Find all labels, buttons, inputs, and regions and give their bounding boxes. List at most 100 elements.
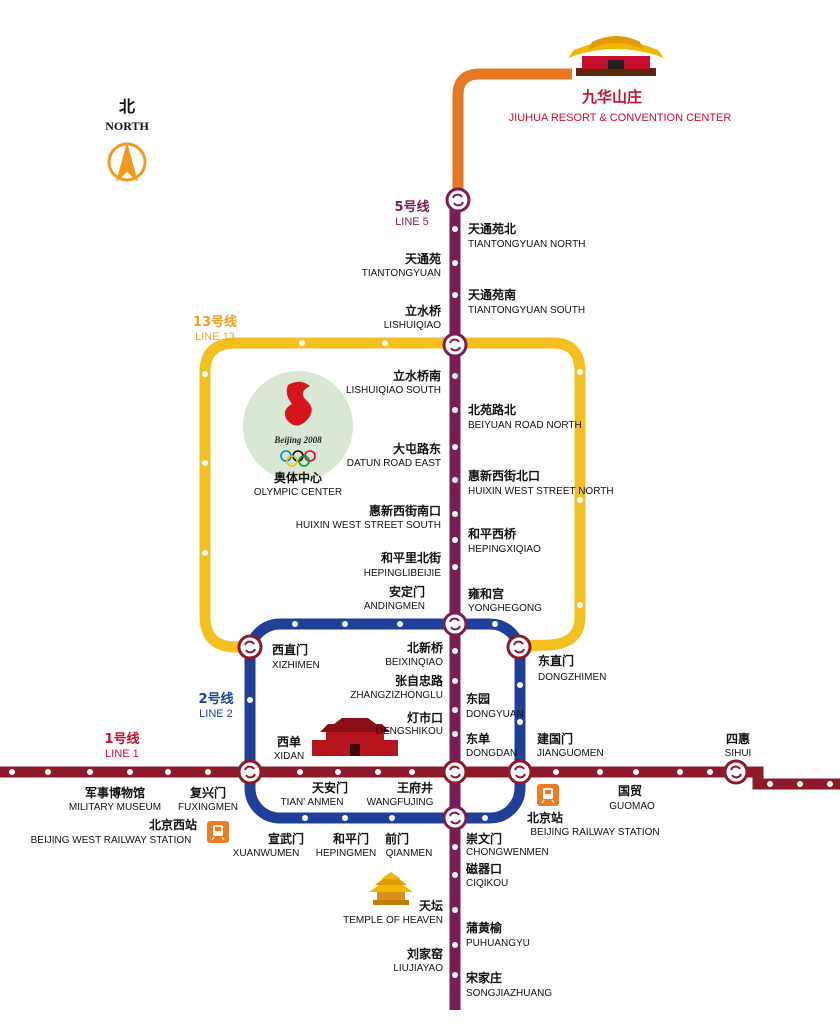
station-label: 立水桥南 LISHUIQIAO SOUTH — [346, 368, 441, 396]
beijing-west-zh: 北京西站 — [149, 817, 197, 832]
svg-text:建国门: 建国门 — [536, 731, 573, 746]
svg-text:HEPINGXIQIAO: HEPINGXIQIAO — [468, 544, 541, 555]
temple-en: TEMPLE OF HEAVEN — [343, 915, 443, 926]
station-label: 东单 DONGDAN — [466, 731, 517, 759]
svg-text:立水桥南: 立水桥南 — [393, 368, 441, 383]
station-label: 东直门 DONGZHIMEN — [538, 653, 606, 683]
station-label: 和平西桥 HEPINGXIQIAO — [467, 526, 541, 555]
transfer-icon — [506, 634, 532, 660]
svg-text:惠新西街南口: 惠新西街南口 — [369, 503, 441, 518]
line-13-station-dots — [202, 340, 583, 608]
svg-text:立水桥: 立水桥 — [405, 303, 442, 318]
svg-text:和平里北街: 和平里北街 — [380, 550, 441, 565]
station-label: 和平里北街 HEPINGLIBEIJIE — [364, 550, 442, 579]
station-label: 天安门 TIAN' ANMEN — [280, 780, 348, 808]
beijing-station-en: BEIJING RAILWAY STATION — [530, 827, 659, 838]
transfer-icon — [442, 805, 468, 831]
svg-text:蒲黄榆: 蒲黄榆 — [466, 920, 503, 935]
station-label: 天通苑南 TIANTONGYUAN SOUTH — [468, 287, 585, 316]
svg-text:大屯路东: 大屯路东 — [393, 441, 441, 456]
svg-text:JIANGUOMEN: JIANGUOMEN — [537, 748, 604, 759]
svg-text:宣武门: 宣武门 — [268, 831, 304, 846]
svg-text:雍和宫: 雍和宫 — [468, 586, 504, 601]
train-icon — [537, 784, 559, 806]
svg-text:XIZHIMEN: XIZHIMEN — [272, 660, 320, 671]
svg-text:刘家窑: 刘家窑 — [407, 946, 443, 961]
svg-text:张自忠路: 张自忠路 — [395, 673, 444, 688]
station-label: 复兴门 FUXINGMEN — [178, 785, 238, 813]
svg-text:HUIXIN WEST STREET SOUTH: HUIXIN WEST STREET SOUTH — [296, 520, 441, 531]
svg-text:北苑路北: 北苑路北 — [468, 402, 516, 417]
station-label: 宋家庄 SONGJIAZHUANG — [466, 970, 552, 999]
station-label: 北苑路北 BEIYUAN ROAD NORTH — [468, 402, 582, 431]
palace-icon — [568, 36, 664, 76]
svg-text:天通苑北: 天通苑北 — [468, 221, 516, 236]
station-label: 王府井 WANGFUJING — [367, 780, 434, 808]
station-label: 惠新西街南口 HUIXIN WEST STREET SOUTH — [296, 503, 441, 531]
svg-text:BEIYUAN ROAD NORTH: BEIYUAN ROAD NORTH — [468, 420, 582, 431]
svg-text:CIQIKOU: CIQIKOU — [466, 878, 508, 889]
svg-text:CHONGWENMEN: CHONGWENMEN — [466, 847, 549, 858]
destination-en: JIUHUA RESORT & CONVENTION CENTER — [509, 112, 732, 124]
transfer-icon — [237, 634, 263, 660]
line-2-station-dots — [247, 621, 523, 821]
olympic-logo-icon: Beijing 2008 — [243, 371, 353, 481]
station-label: 北新桥 BEIXINQIAO — [385, 640, 444, 668]
svg-text:TIANTONGYUAN SOUTH: TIANTONGYUAN SOUTH — [468, 305, 585, 316]
north-zh: 北 — [119, 97, 135, 116]
line-1-name-zh: 1号线 — [104, 731, 139, 747]
svg-text:天通苑: 天通苑 — [405, 251, 441, 266]
svg-text:DONGDAN: DONGDAN — [466, 748, 517, 759]
beijing-station-zh: 北京站 — [527, 810, 563, 825]
transfer-station-markers — [237, 187, 749, 831]
olympic-center-en: OLYMPIC CENTER — [254, 487, 342, 498]
north-en: NORTH — [105, 119, 149, 133]
station-label: 大屯路东 DATUN ROAD EAST — [347, 441, 441, 469]
svg-text:SIHUI: SIHUI — [725, 748, 752, 759]
svg-text:LIUJIAYAO: LIUJIAYAO — [393, 963, 443, 974]
station-label: 安定门 ANDINGMEN — [364, 584, 425, 612]
temple-zh: 天坛 — [419, 898, 443, 913]
svg-text:宋家庄: 宋家庄 — [466, 970, 502, 985]
station-label: 立水桥 LISHUIQIAO — [384, 303, 442, 331]
svg-text:东单: 东单 — [466, 731, 490, 746]
transfer-icon — [445, 187, 471, 213]
svg-text:和平门: 和平门 — [332, 831, 369, 846]
svg-text:天安门: 天安门 — [312, 780, 348, 795]
tiananmen-gate-icon — [312, 718, 398, 756]
station-label: 灯市口 DENGSHIKOU — [376, 710, 443, 737]
compass-arrow-icon — [107, 142, 147, 182]
temple-of-heaven-icon — [369, 872, 413, 905]
transfer-icon — [507, 759, 533, 785]
line-2-name-zh: 2号线 — [198, 691, 233, 707]
svg-text:DONGYUAN: DONGYUAN — [466, 709, 524, 720]
station-label: 前门 QIANMEN — [385, 831, 432, 859]
svg-text:DONGZHIMEN: DONGZHIMEN — [538, 672, 606, 683]
svg-text:西单: 西单 — [277, 734, 301, 749]
svg-text:前门: 前门 — [385, 831, 409, 846]
station-label: 四惠 SIHUI — [725, 731, 752, 759]
svg-text:HEPINGMEN: HEPINGMEN — [316, 848, 377, 859]
svg-text:和平西桥: 和平西桥 — [467, 526, 517, 541]
svg-text:FUXINGMEN: FUXINGMEN — [178, 802, 238, 813]
svg-text:王府井: 王府井 — [397, 780, 433, 795]
station-label: 西直门 XIZHIMEN — [272, 642, 320, 671]
olympic-center-zh: 奥体中心 — [274, 470, 322, 485]
svg-text:天通苑南: 天通苑南 — [468, 287, 516, 302]
station-label: 国贸 GUOMAO — [609, 783, 655, 812]
train-icon — [207, 821, 229, 843]
line-5-name-zh: 5号线 — [394, 199, 429, 215]
transfer-icon — [237, 759, 263, 785]
svg-text:XIDAN: XIDAN — [274, 751, 305, 762]
destination-zh: 九华山庄 — [581, 88, 642, 106]
svg-text:磁器口: 磁器口 — [465, 861, 502, 876]
olympic-logo-text: Beijing 2008 — [273, 435, 322, 445]
line-1-name-en: LINE 1 — [105, 748, 139, 760]
svg-text:LISHUIQIAO: LISHUIQIAO — [384, 320, 441, 331]
line-1-station-dots — [9, 769, 833, 787]
svg-text:TIANTONGYUAN NORTH: TIANTONGYUAN NORTH — [468, 239, 585, 250]
station-label: 惠新西街北口 HUIXIN WEST STREET NORTH — [468, 468, 614, 497]
svg-text:安定门: 安定门 — [389, 584, 425, 599]
transfer-icon — [723, 759, 749, 785]
svg-text:YONGHEGONG: YONGHEGONG — [468, 603, 542, 614]
